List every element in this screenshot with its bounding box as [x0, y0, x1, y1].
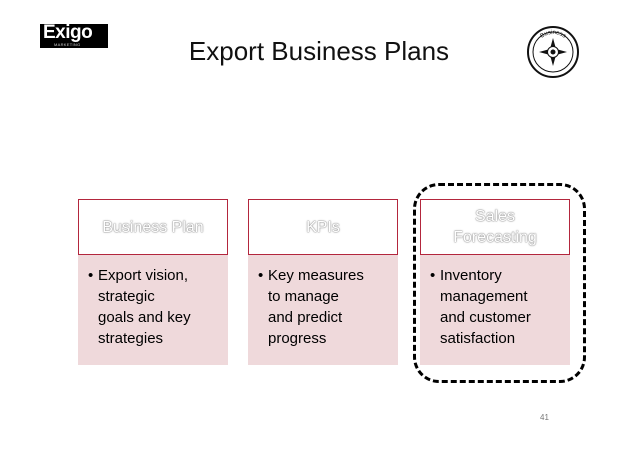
business-compass-emblem: Business: [527, 26, 579, 78]
bullet-item: • Key measures to manage and predict pro…: [258, 265, 390, 349]
bullet-text: Export vision, strategic goals and key s…: [98, 265, 191, 349]
bullet-line: progress: [268, 330, 327, 347]
card-heading: Business Plan: [78, 199, 228, 255]
card-heading-line: Sales: [474, 208, 516, 225]
slide-title: Export Business Plans: [188, 36, 450, 66]
card-sales-forecasting: Sales Forecasting • Inventory management…: [420, 199, 570, 365]
bullet-item: • Export vision, strategic goals and key…: [88, 265, 220, 349]
bullet-line: and customer: [440, 309, 531, 326]
bullet-text: Inventory management and customer satisf…: [440, 265, 531, 349]
bullet-line: strategies: [98, 330, 164, 347]
card-business-plan: Business Plan • Export vision, strategic…: [78, 199, 228, 365]
bullet-line: goals and key: [98, 309, 191, 326]
card-heading-line: Forecasting: [453, 229, 537, 246]
bullet-item: • Inventory management and customer sati…: [430, 265, 562, 349]
bullet-text: Key measures to manage and predict progr…: [268, 265, 364, 349]
card-body: • Export vision, strategic goals and key…: [78, 255, 228, 365]
card-body: • Key measures to manage and predict pro…: [248, 255, 398, 365]
bullet-glyph: •: [258, 267, 264, 284]
card-heading: KPIs: [248, 199, 398, 255]
card-kpis: KPIs • Key measures to manage and predic…: [248, 199, 398, 365]
highlight-dashed-outline: [413, 183, 586, 383]
logo-tagline: MARKETING: [54, 42, 81, 47]
bullet-line: management: [440, 288, 528, 305]
logo-word: Exigo: [43, 24, 93, 43]
bullet-line: Inventory: [440, 267, 502, 284]
bullet-line: satisfaction: [440, 330, 516, 347]
exigo-logo: Exigo MARKETING: [40, 24, 108, 48]
bullet-line: Key measures: [268, 267, 364, 284]
bullet-glyph: •: [88, 267, 94, 284]
bullet-line: strategic: [98, 288, 155, 305]
svg-text:Business: Business: [539, 30, 566, 40]
card-body: • Inventory management and customer sati…: [420, 255, 570, 365]
bullet-glyph: •: [430, 267, 436, 284]
card-heading: Sales Forecasting: [420, 199, 570, 255]
page-number: 41: [540, 413, 549, 422]
emblem-text: Business: [539, 30, 566, 40]
bullet-line: and predict: [268, 309, 343, 326]
bullet-line: Export vision,: [98, 267, 189, 284]
bullet-line: to manage: [268, 288, 339, 305]
